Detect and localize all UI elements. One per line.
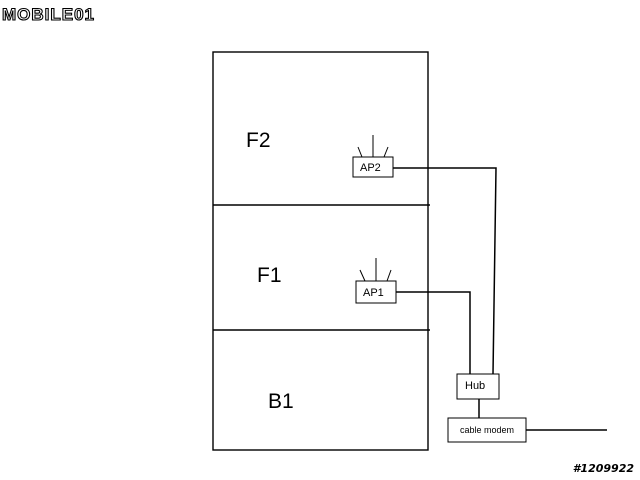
building-outline bbox=[212, 51, 429, 451]
hub-label: Hub bbox=[465, 380, 485, 392]
ap1-node: AP1 bbox=[355, 258, 397, 304]
floor-label-f2: F2 bbox=[246, 129, 271, 152]
ap2-antenna-left bbox=[357, 146, 363, 158]
ap2-node: AP2 bbox=[352, 135, 394, 178]
floor-label-f1: F1 bbox=[257, 264, 282, 287]
ap2-antenna-right bbox=[383, 146, 389, 158]
ap1-antenna-left bbox=[359, 269, 366, 282]
mobile01-logo: MOBILE01 bbox=[2, 4, 95, 24]
image-id-watermark: #1209922 bbox=[572, 462, 634, 475]
ap2-label: AP2 bbox=[360, 162, 381, 174]
hub-box bbox=[456, 373, 500, 400]
cable-ap2-to-hub bbox=[393, 167, 497, 375]
cable-modem-box bbox=[447, 417, 527, 443]
cable-ap1-to-hub bbox=[396, 291, 471, 374]
ap1-antenna-right bbox=[386, 269, 392, 282]
logo-text: MOBILE01 bbox=[2, 5, 95, 24]
ap1-label: AP1 bbox=[363, 287, 384, 299]
cable-modem-label: cable modem bbox=[460, 425, 514, 435]
floor-label-b1: B1 bbox=[268, 390, 294, 413]
ap2-box bbox=[352, 156, 394, 178]
